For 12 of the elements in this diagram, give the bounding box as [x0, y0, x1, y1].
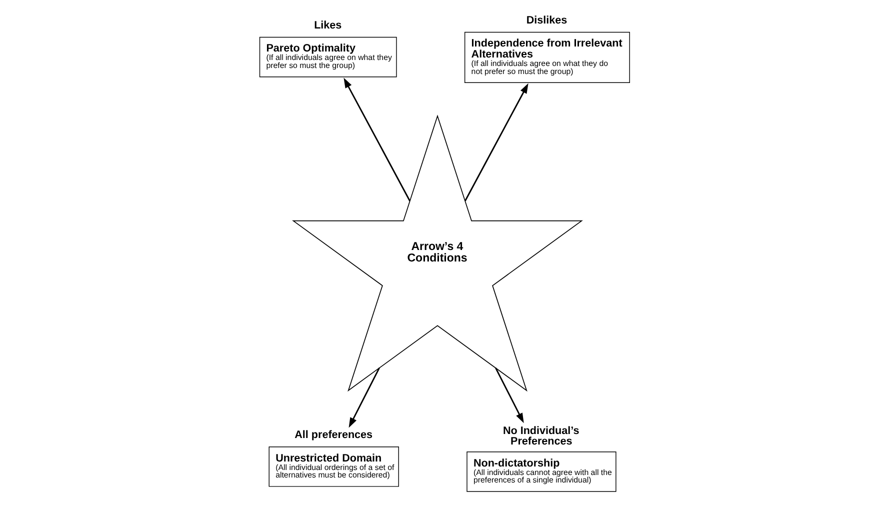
node-box: Independence from Irrelevant Alternatives (If all individuals agree on what they do not prefer so must the group): [464, 32, 630, 83]
node-label: Dislikes: [526, 14, 567, 27]
node-label: All preferences: [294, 429, 372, 442]
arrow: [348, 368, 380, 428]
node-box: Non-dictatorship (All individuals cannot agree with all the preferences of a single individual): [466, 452, 616, 492]
arrow: [343, 78, 410, 202]
node-box: Unrestricted Domain (All individual orderings of a set of alternatives must be considered): [268, 446, 398, 487]
node-label: No Individual’s Preferences: [502, 424, 579, 448]
arrow: [464, 83, 528, 202]
node-label: Likes: [314, 20, 342, 32]
arrow: [494, 368, 524, 424]
node-box: Pareto Optimality (If all individuals agree on what they prefer so must the group): [258, 36, 396, 78]
